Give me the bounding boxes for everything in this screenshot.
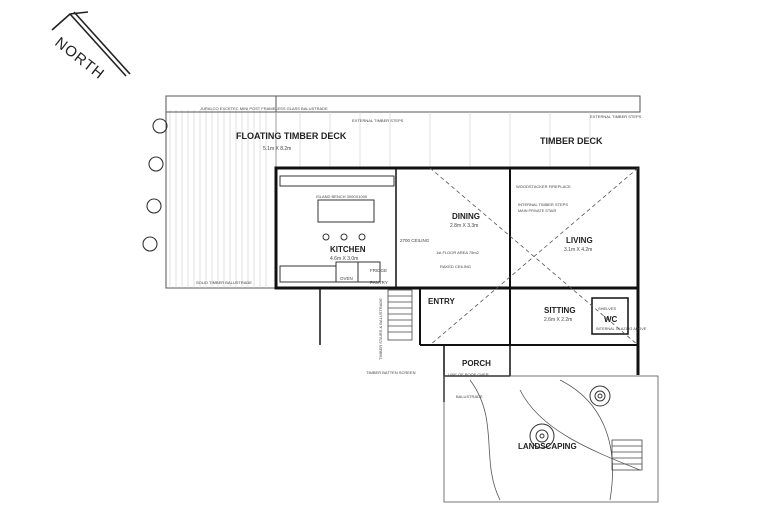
external-steps-note-1: EXTERNAL TIMBER STEPS (352, 118, 404, 123)
kitchen-dims: 4.6m X 3.0m (330, 256, 358, 262)
main-private-stair-note: MAIN PRIVATE STAIR (518, 209, 556, 213)
deck-strip-top (165, 95, 641, 168)
timber-deck-label: TIMBER DECK (540, 136, 603, 146)
glazing-note: INTERNAL GLAZING ABOVE (596, 327, 647, 331)
living-label: LIVING (566, 236, 593, 245)
floor-area-label: 1st FLOOR AREA 75m2 (436, 250, 480, 255)
batten-screen-note: TIMBER BATTEN SCREEN (366, 370, 416, 375)
oven-label: OVEN (340, 276, 353, 281)
balustrade-top-note: JURALCO EXCETEC MINI POST FRAMELESS GLAS… (200, 106, 328, 111)
wc-label: WC (604, 315, 618, 324)
raked-ceiling-label: RAKED CEILING (440, 264, 471, 269)
floating-deck-dims: 5.1m X 8.2m (263, 146, 291, 152)
landscaping-label: LANDSCAPING (518, 442, 577, 451)
external-steps-note-2: EXTERNAL TIMBER STEPS (590, 114, 642, 119)
porch-label: PORCH (462, 359, 491, 368)
fridge-label: FRIDGE (370, 268, 387, 273)
floating-deck-label: FLOATING TIMBER DECK (236, 131, 347, 141)
internal-steps-note: INTERNAL TIMBER STEPS (518, 202, 568, 207)
balustrade-bottom-note: SOLID TIMBER BALUSTRADE (196, 280, 252, 285)
shelves-label: SHELVES (598, 306, 616, 311)
pantry-label: PANTRY (370, 280, 388, 285)
island-bench-label: ISLAND BENCH 3000X1000 (316, 194, 368, 199)
line-of-roof-note: LINE OF ROOF OVER (448, 372, 489, 377)
landscaping-area (443, 375, 659, 503)
north-arrow-icon (51, 11, 131, 77)
entry-label: ENTRY (428, 297, 455, 306)
stairs (387, 289, 413, 341)
living-dims: 3.1m X 4.2m (564, 247, 592, 253)
balustrade-porch-note: BALUSTRADE (456, 394, 483, 399)
island-bench (279, 175, 395, 283)
tree-icon (529, 385, 611, 449)
sitting-dims: 2.6m X 2.2m (544, 317, 572, 323)
house-walls (274, 166, 640, 402)
sitting-label: SITTING (544, 306, 576, 315)
dining-label: DINING (452, 212, 480, 221)
kitchen-label: KITCHEN (330, 245, 366, 254)
dining-dims: 2.8m X 3.3m (450, 223, 478, 229)
fireplace-label: WOODSTACKER FIREPLACE (516, 184, 571, 189)
raked-ceiling-lines (429, 167, 639, 346)
external-steps (611, 439, 643, 471)
ceiling-label: 2700 CEILING (400, 238, 430, 243)
tree-icon (142, 118, 168, 252)
timber-stairs-note: TIMBER STAIRS & BALUSTRADE (378, 298, 383, 360)
floating-deck-area (165, 95, 277, 289)
